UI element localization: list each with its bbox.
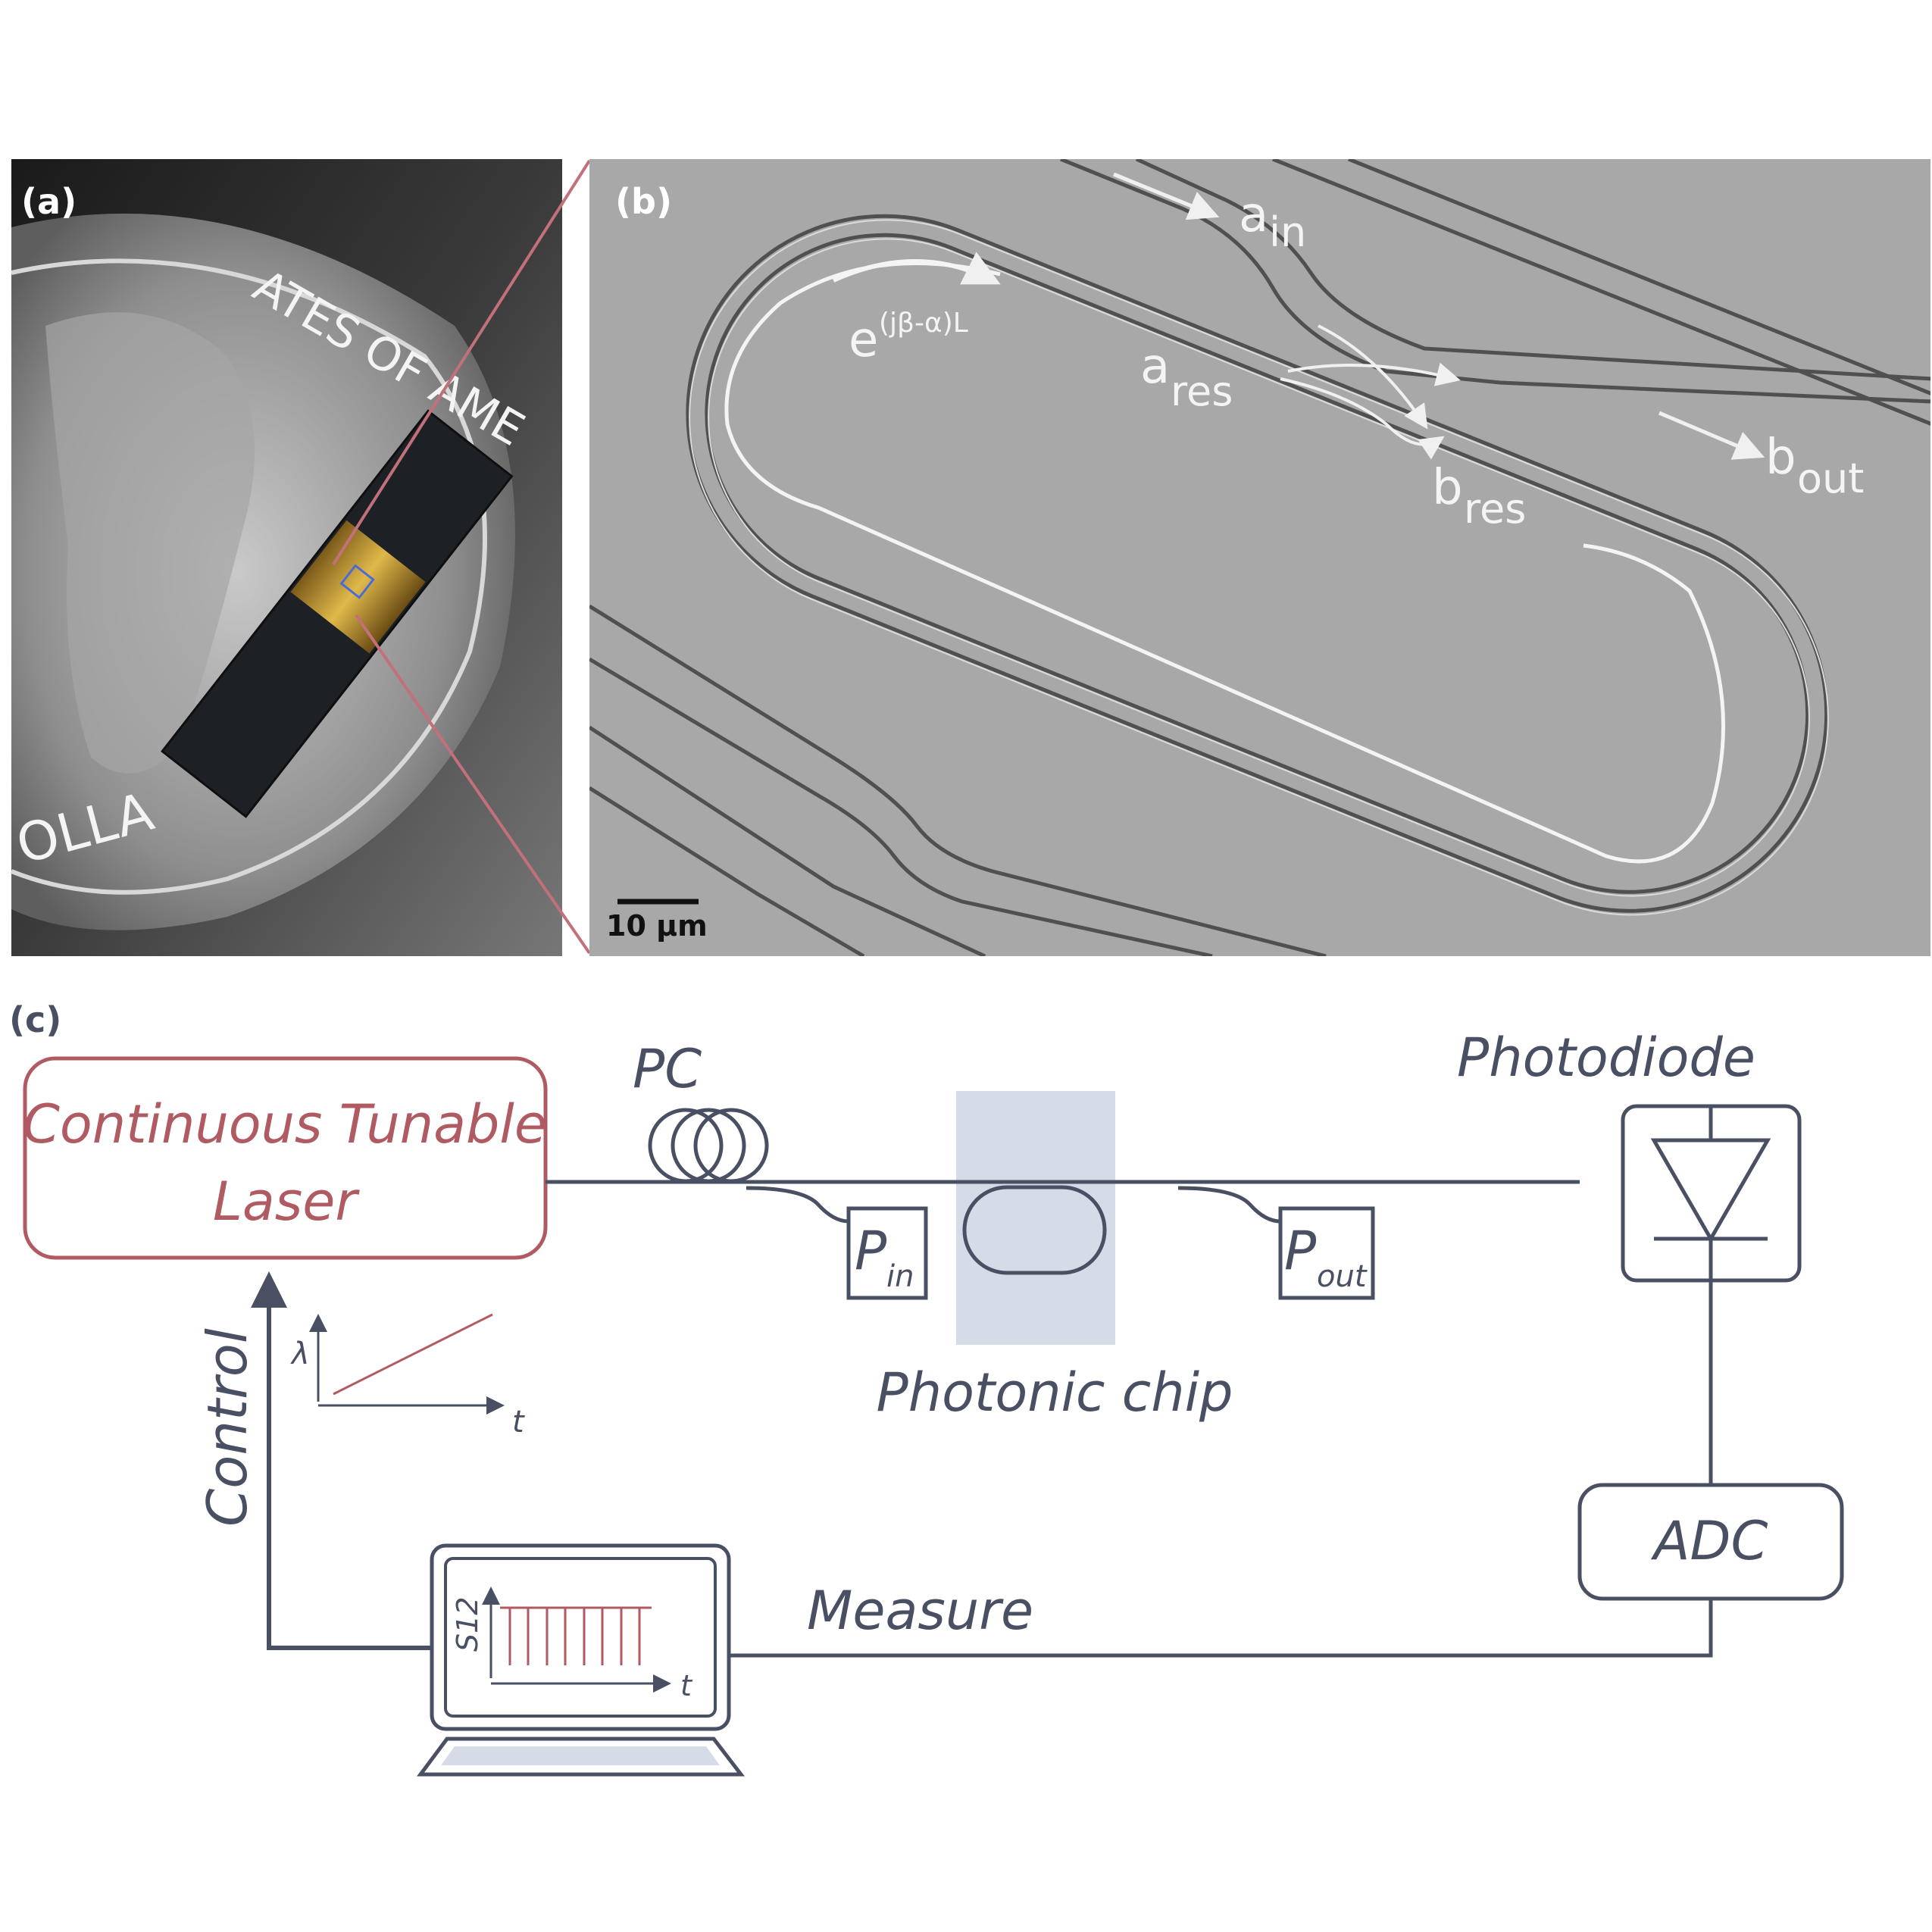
adc-label: ADC xyxy=(1651,1510,1768,1572)
zoom-indicator xyxy=(332,159,591,955)
p-in-sub: in xyxy=(886,1259,914,1294)
panel-c-setup: (c) Continuous Tunable Laser PC P in Pho… xyxy=(9,999,1844,1777)
b-res-label: b xyxy=(1432,460,1463,516)
zoom-line-top xyxy=(332,159,591,566)
sweep-y-label: λ xyxy=(290,1336,310,1371)
panel-b-labels: (b) e (jβ-α)L a in a res b res b out 10 … xyxy=(606,181,1864,943)
bus-waveguides xyxy=(589,159,1930,956)
b-res-arrow xyxy=(1280,377,1445,460)
scalebar-label: 10 µm xyxy=(606,909,708,943)
sweep-inset: λ t xyxy=(290,1313,525,1440)
a-in-sub: in xyxy=(1269,208,1306,256)
measure-wire xyxy=(727,1599,1713,1658)
laser-box xyxy=(23,1056,548,1260)
propagation-label: e xyxy=(849,312,878,368)
a-res-sub: res xyxy=(1171,367,1233,415)
screen-x-label: t xyxy=(680,1669,693,1702)
cross-arrow xyxy=(1318,324,1428,430)
control-label: Control xyxy=(195,1328,259,1527)
panel-a-label: (a) xyxy=(21,181,77,222)
zoom-line-bottom xyxy=(355,614,591,955)
photodiode-label: Photodiode xyxy=(1457,1027,1755,1089)
propagation-path xyxy=(724,261,1725,864)
ring-resonator xyxy=(686,214,1829,916)
computer-icon xyxy=(417,1543,746,1777)
polarization-controller-icon xyxy=(648,1108,769,1183)
a-in-arrow xyxy=(1113,172,1220,220)
sweep-ramp xyxy=(333,1313,493,1396)
panel-b-label: (b) xyxy=(615,181,672,222)
control-wire xyxy=(251,1271,432,1650)
tap-out xyxy=(1177,1186,1281,1224)
laser-label-line1: Continuous Tunable xyxy=(23,1093,547,1155)
pc-label: PC xyxy=(633,1038,702,1100)
photodiode-icon xyxy=(1650,1106,1771,1280)
b-out-sub: out xyxy=(1797,455,1864,502)
b-out-label: b xyxy=(1765,430,1796,486)
laser-label-line2: Laser xyxy=(213,1171,360,1233)
tap-in xyxy=(746,1186,849,1224)
panel-b-sem xyxy=(589,159,1930,956)
b-res-sub: res xyxy=(1464,485,1526,533)
screen-plot: S12 t xyxy=(451,1587,693,1702)
a-res-arrow xyxy=(1287,362,1461,386)
p-in-label: P xyxy=(855,1220,887,1282)
b-out-arrow xyxy=(1658,411,1765,460)
photonic-chip-label: Photonic chip xyxy=(877,1361,1233,1424)
screen-y-label: S12 xyxy=(451,1597,484,1652)
a-in-label: a xyxy=(1239,187,1268,243)
measure-label: Measure xyxy=(807,1580,1033,1642)
sweep-x-label: t xyxy=(512,1405,525,1440)
chip-ring-icon xyxy=(962,1185,1107,1275)
p-out-label: P xyxy=(1284,1220,1317,1282)
propagation-arrow xyxy=(832,252,1001,285)
panel-c-label: (c) xyxy=(9,999,61,1040)
panel-a-photo: ATES OF AME OLLA (a) xyxy=(10,159,562,956)
power-meter-out xyxy=(1278,1206,1375,1300)
coin-portrait xyxy=(45,312,255,774)
propagation-exponent: (jβ-α)L xyxy=(879,308,968,339)
p-out-sub: out xyxy=(1317,1259,1368,1294)
power-meter-in xyxy=(846,1206,928,1300)
a-res-label: a xyxy=(1140,339,1170,395)
screen-dips xyxy=(508,1608,641,1665)
coin-rim xyxy=(10,258,487,895)
photonic-chip xyxy=(956,1091,1115,1345)
sem-background xyxy=(589,159,1930,956)
